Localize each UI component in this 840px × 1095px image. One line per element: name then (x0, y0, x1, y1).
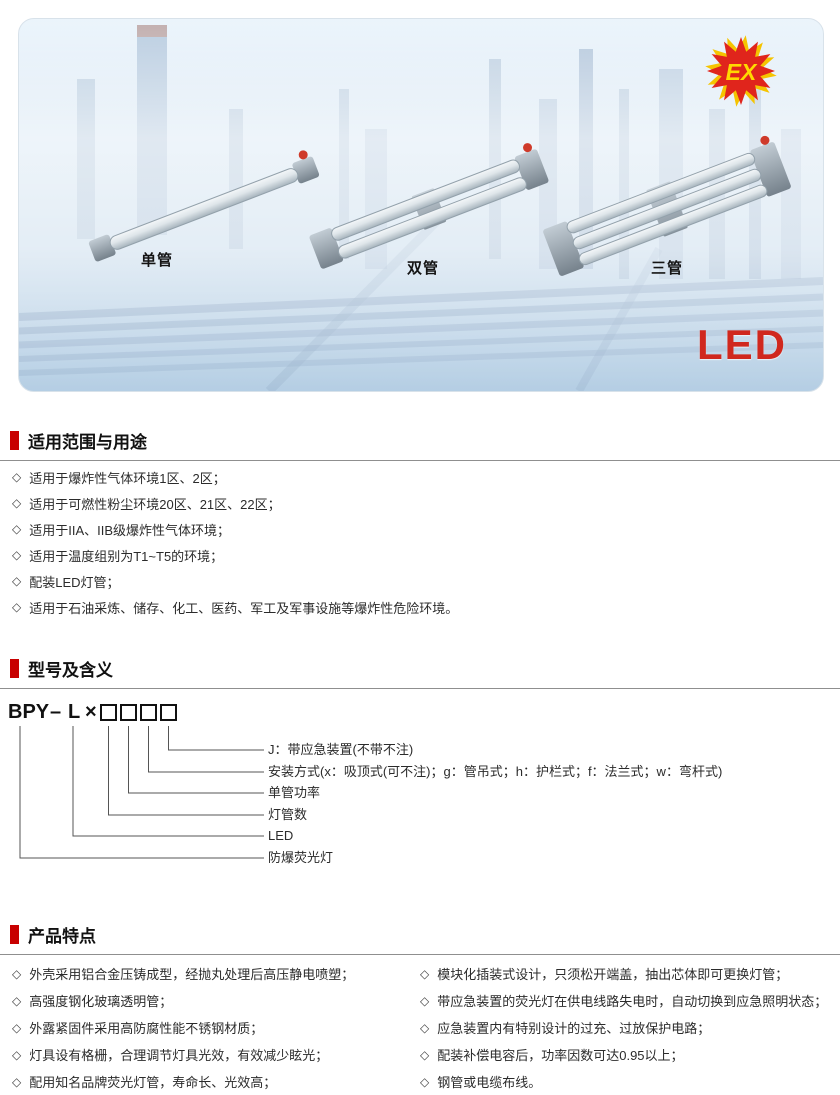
list-item: ◇ 灯具设有格栅，合理调节灯具光效，有效减少眩光； (12, 1041, 420, 1068)
list-item: ◇ 适用于IIA、IIB级爆炸性气体环境； (12, 516, 828, 542)
list-item: ◇ 外露紧固件采用高防腐性能不锈钢材质； (12, 1014, 420, 1041)
industrial-scene-graphic: EX (19, 19, 823, 391)
section-usage-title: 适用范围与用途 (28, 433, 147, 452)
list-item: ◇ 适用于石油采炼、储存、化工、医药、军工及军事设施等爆炸性危险环境。 (12, 594, 828, 620)
diamond-bullet-icon: ◇ (12, 522, 22, 536)
section-usage-header: 适用范围与用途 (0, 428, 840, 461)
list-item: ◇ 带应急装置的荧光灯在供电线路失电时，自动切换到应急照明状态； (420, 987, 828, 1014)
diamond-bullet-icon: ◇ (420, 1020, 430, 1035)
feature-item-text: 配用知名品牌荧光灯管，寿命长、光效高； (29, 1075, 277, 1090)
diamond-bullet-icon: ◇ (12, 1020, 22, 1035)
triple-tube-lamp-image (543, 135, 791, 276)
diamond-bullet-icon: ◇ (12, 470, 22, 484)
list-item: ◇ 适用于爆炸性气体环境1区、2区； (12, 464, 828, 490)
list-item: ◇ 适用于温度组别为T1~T5的环境； (12, 542, 828, 568)
usage-item-text: 适用于石油采炼、储存、化工、医药、军工及军事设施等爆炸性危险环境。 (29, 600, 459, 616)
usage-item-text: 配装LED灯管； (29, 574, 120, 590)
model-box (140, 704, 157, 721)
usage-item-text: 适用于温度组别为T1~T5的环境； (29, 548, 224, 564)
led-type-text: LED (697, 321, 787, 368)
diamond-bullet-icon: ◇ (420, 1074, 430, 1089)
list-item: ◇ 高强度钢化玻璃透明管； (12, 987, 420, 1014)
usage-item-text: 适用于可燃性粉尘环境20区、21区、22区； (29, 496, 281, 512)
model-times-sign: × (85, 701, 97, 723)
list-item: ◇ 配用知名品牌荧光灯管，寿命长、光效高； (12, 1068, 420, 1095)
diamond-bullet-icon: ◇ (12, 993, 22, 1008)
features-list: ◇外壳采用铝合金压铸成型，经抛丸处理后高压静电喷塑； ◇高强度钢化玻璃透明管； … (12, 960, 828, 1095)
model-box (160, 704, 177, 721)
section-usage: 适用范围与用途 (0, 428, 840, 461)
list-item: ◇ 钢管或电缆布线。 (420, 1068, 828, 1095)
list-item: ◇ 配装LED灯管； (12, 568, 828, 594)
section-features: 产品特点 (0, 922, 840, 955)
model-label-power: 单管功率 (268, 785, 321, 800)
model-label-emergency: J：带应急装置(不带不注) (268, 742, 414, 757)
section-model-header: 型号及含义 (0, 656, 840, 689)
usage-list: ◇ 适用于爆炸性气体环境1区、2区； ◇ 适用于可燃性粉尘环境20区、21区、22区… (12, 464, 828, 620)
feature-item-text: 外露紧固件采用高防腐性能不锈钢材质； (29, 1021, 264, 1036)
ex-mark-text: EX (726, 59, 758, 85)
diamond-bullet-icon: ◇ (420, 993, 430, 1008)
diamond-bullet-icon: ◇ (420, 1047, 430, 1062)
feature-item-text: 带应急装置的荧光灯在供电线路失电时，自动切换到应急照明状态； (437, 994, 828, 1009)
feature-item-text: 钢管或电缆布线。 (437, 1075, 542, 1090)
list-item: ◇ 模块化插装式设计，只须松开端盖，抽出芯体即可更换灯管； (420, 960, 828, 987)
model-code-diagram: BPY – L × J：带应急装置(不带不注) 安装方式(x：吸顶式(可不注)；… (0, 700, 840, 885)
feature-item-text: 配装补偿电容后，功率因数可达0.95以上； (437, 1048, 684, 1063)
label-triple-tube: 三管 (651, 260, 684, 277)
model-prefix: BPY (8, 701, 50, 723)
section-features-title: 产品特点 (28, 927, 96, 946)
diamond-bullet-icon: ◇ (12, 1074, 22, 1089)
label-double-tube: 双管 (407, 260, 440, 277)
diamond-bullet-icon: ◇ (12, 600, 22, 614)
model-label-product-type: 防爆荧光灯 (268, 850, 334, 865)
single-tube-lamp-image (88, 150, 320, 262)
list-item: ◇ 外壳采用铝合金压铸成型，经抛丸处理后高压静电喷塑； (12, 960, 420, 987)
model-label-led: LED (268, 828, 294, 843)
usage-item-text: 适用于爆炸性气体环境1区、2区； (29, 470, 226, 486)
model-box (100, 704, 117, 721)
double-tube-lamp-image (309, 143, 549, 269)
list-item: ◇ 适用于可燃性粉尘环境20区、21区、22区； (12, 490, 828, 516)
red-block-icon (10, 925, 19, 944)
features-right-column: ◇ 模块化插装式设计，只须松开端盖，抽出芯体即可更换灯管； ◇ 带应急装置的荧光灯在… (420, 960, 828, 1095)
hero-product-image: EX 单管 双管 三管 LED (18, 18, 824, 392)
diamond-bullet-icon: ◇ (12, 496, 22, 510)
diamond-bullet-icon: ◇ (420, 966, 430, 981)
feature-item-text: 外壳采用铝合金压铸成型，经抛丸处理后高压静电喷塑； (29, 967, 355, 982)
list-item: ◇ 应急装置内有特别设计的过充、过放保护电路； (420, 1014, 828, 1041)
diamond-bullet-icon: ◇ (12, 574, 22, 588)
section-model: 型号及含义 (0, 656, 840, 689)
feature-item-text: 高强度钢化玻璃透明管； (29, 994, 173, 1009)
model-box (120, 704, 137, 721)
feature-item-text: 灯具设有格栅，合理调节灯具光效，有效减少眩光； (29, 1048, 329, 1063)
feature-item-text: 模块化插装式设计，只须松开端盖，抽出芯体即可更换灯管； (437, 967, 789, 982)
model-connector-lines (19, 726, 264, 859)
section-model-title: 型号及含义 (28, 661, 113, 680)
section-features-header: 产品特点 (0, 922, 840, 955)
label-single-tube: 单管 (141, 252, 174, 269)
ex-certification-badge: EX (705, 35, 777, 107)
usage-item-text: 适用于IIA、IIB级爆炸性气体环境； (29, 522, 231, 538)
features-left-column: ◇外壳采用铝合金压铸成型，经抛丸处理后高压静电喷塑； ◇高强度钢化玻璃透明管； … (12, 960, 420, 1095)
model-label-mounting: 安装方式(x：吸顶式(可不注)；g：管吊式；h：护栏式；f：法兰式；w：弯杆式) (268, 764, 723, 779)
list-item: ◇ 配装补偿电容后，功率因数可达0.95以上； (420, 1041, 828, 1068)
model-label-tube-count: 灯管数 (268, 807, 308, 822)
red-block-icon (10, 431, 19, 450)
diamond-bullet-icon: ◇ (12, 548, 22, 562)
model-lamp-letter: L (68, 701, 81, 723)
red-block-icon (10, 659, 19, 678)
diamond-bullet-icon: ◇ (12, 1047, 22, 1062)
model-dash: – (50, 701, 62, 723)
diamond-bullet-icon: ◇ (12, 966, 22, 981)
feature-item-text: 应急装置内有特别设计的过充、过放保护电路； (437, 1021, 711, 1036)
